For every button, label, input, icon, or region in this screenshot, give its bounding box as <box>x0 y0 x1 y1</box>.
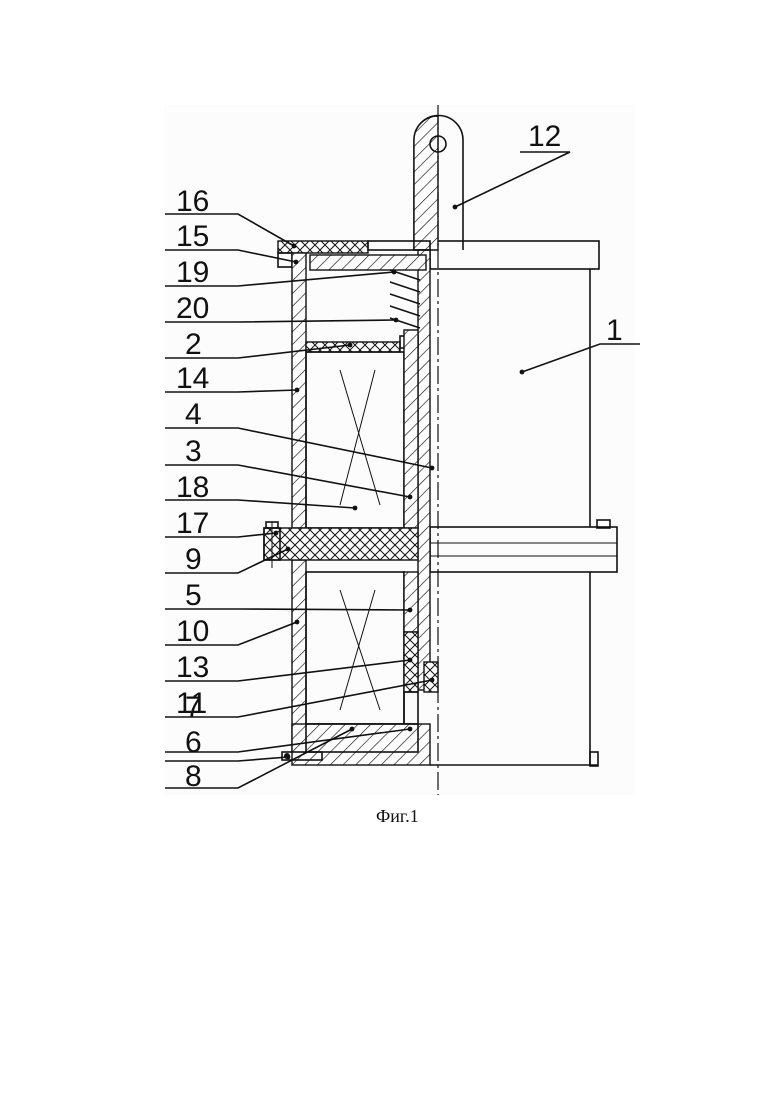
drawing-area <box>164 105 635 795</box>
label-1: 1 <box>606 314 623 347</box>
label-10: 10 <box>176 615 209 648</box>
label-6: 6 <box>185 726 202 759</box>
label-14: 14 <box>176 362 209 395</box>
label-2: 2 <box>185 328 202 361</box>
label-16: 16 <box>176 185 209 218</box>
label-7: 7 <box>185 691 202 724</box>
label-9: 9 <box>185 543 202 576</box>
cover-ring <box>278 241 368 253</box>
label-13: 13 <box>176 651 209 684</box>
label-15: 15 <box>176 220 209 253</box>
label-19: 19 <box>176 256 209 289</box>
label-8: 8 <box>185 760 202 793</box>
label-12: 12 <box>528 120 561 153</box>
label-20: 20 <box>176 292 209 325</box>
label-4: 4 <box>185 398 202 431</box>
lower-inner-wall <box>404 572 418 632</box>
lower-outer-wall <box>292 560 306 752</box>
upper-lid <box>310 255 426 270</box>
middle-flange <box>264 528 418 560</box>
upper-ring <box>306 342 400 352</box>
label-3: 3 <box>185 435 202 468</box>
label-18: 18 <box>176 471 209 504</box>
rod-end-block <box>424 662 438 692</box>
label-5: 5 <box>185 579 202 612</box>
label-17: 17 <box>176 507 209 540</box>
figure-caption: Фиг.1 <box>376 806 419 826</box>
